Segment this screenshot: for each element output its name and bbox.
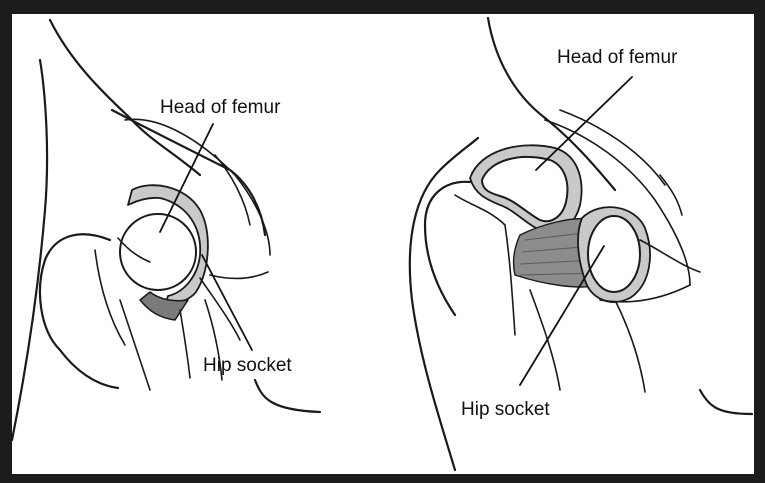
- right-femur-head: [480, 156, 569, 223]
- left-head-leader: [159, 123, 214, 233]
- left-hip-socket-label: Hip socket: [203, 355, 292, 376]
- left-socket-shadow: [139, 291, 189, 321]
- right-hip-socket-label: Hip socket: [461, 399, 550, 420]
- left-head-of-femur-label: Head of femur: [160, 97, 281, 118]
- right-head-of-femur-label: Head of femur: [557, 47, 678, 68]
- right-socket-leader: [519, 245, 605, 386]
- right-hip-illustration: Head of femur Hip socket: [408, 16, 754, 472]
- left-hip-illustration: Head of femur Hip socket: [10, 18, 322, 442]
- left-femur-head: [119, 213, 197, 291]
- left-socket-leader: [201, 254, 253, 351]
- right-hip-socket: [587, 215, 641, 293]
- right-head-leader: [535, 76, 633, 171]
